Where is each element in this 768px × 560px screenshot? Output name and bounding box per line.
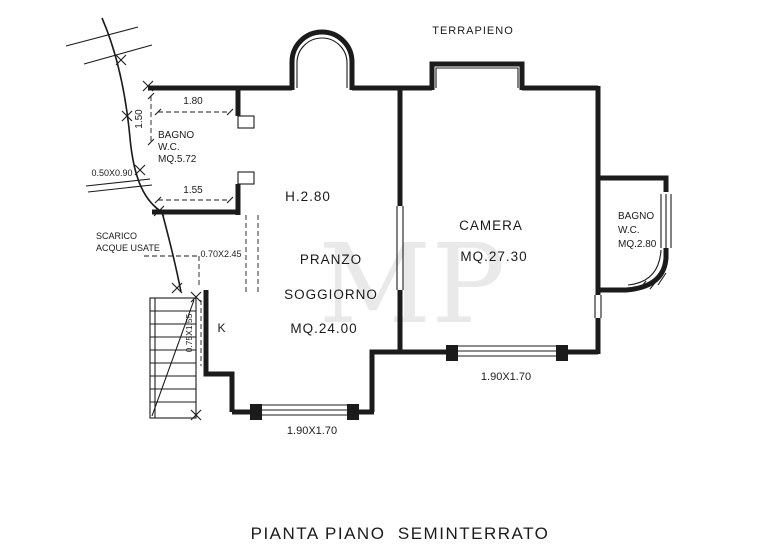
dim-living-window: 1.90X1.70 <box>287 425 337 437</box>
terrain-diagonal-lines <box>65 26 153 65</box>
room-area-soggiorno: MQ.24.00 <box>290 321 357 336</box>
stairs <box>149 297 197 419</box>
label-scarico-line1: SCARICO <box>96 231 137 241</box>
stairs-steps <box>150 310 196 403</box>
kitchen-walls <box>203 290 235 412</box>
living-bottom-step-wall <box>369 349 402 412</box>
dim-bedroom-window: 1.90X1.70 <box>481 371 531 383</box>
bedroom-bath2-opening-lines <box>594 295 602 318</box>
dim-ticks-bath1-door <box>154 196 234 204</box>
room-label-pranzo: PRANZO <box>300 252 362 267</box>
room-label-bath2-line3: MQ.2.80 <box>618 239 657 250</box>
dim-stair-opening: 0.75X1.55 <box>184 313 194 352</box>
dim-bath1-door: 1.55 <box>183 185 203 196</box>
scarico-drain-line <box>144 255 200 288</box>
dim-bath1-width: 1.80 <box>183 96 203 107</box>
dim-ticks-bath1-depth <box>147 92 155 146</box>
room-label-bath1-line2: W.C. <box>158 142 180 153</box>
room-label-kitchen: K <box>217 321 226 335</box>
living-bedroom-opening-lines <box>396 206 404 290</box>
bath1-door-jamb-upper <box>237 115 255 129</box>
bedroom-window-lines <box>458 345 556 357</box>
stairs-outline <box>149 297 197 419</box>
walls-layer <box>148 29 669 420</box>
label-scarico-line2: ACQUE USATE <box>96 243 160 253</box>
living-window-pier-right <box>347 404 359 420</box>
camera-bay-inner-line <box>435 67 519 88</box>
dim-small-window: 0.50X0.90 <box>91 168 132 178</box>
label-ceiling-height: H.2.80 <box>285 189 331 204</box>
terrain-boundary-curve <box>101 17 182 293</box>
labels-layer: TERRAPIENO 1.80 1.50 BAGNO W.C. MQ.5.72 … <box>91 25 656 543</box>
room-area-camera: MQ.27.30 <box>460 249 527 264</box>
site-lines-layer <box>65 17 202 421</box>
bath2-walls <box>598 175 669 293</box>
label-terrapieno: TERRAPIENO <box>432 25 514 37</box>
camera-bay-wall <box>429 61 525 90</box>
living-window-lines <box>262 404 347 416</box>
bath2-window-lines <box>660 194 672 248</box>
bedroom-window-pier-left <box>446 345 458 361</box>
arch-bay-wall <box>289 29 355 90</box>
bedroom-window-pier-right <box>556 345 568 361</box>
page-title: PIANTA PIANO SEMINTERRATO <box>251 524 550 543</box>
stairs-diagonal <box>151 299 195 417</box>
small-window-lines <box>85 178 153 193</box>
room-label-bath1-line3: MQ.5.72 <box>158 154 197 165</box>
dim-bath1-depth: 1.50 <box>134 109 145 129</box>
living-window-pier-left <box>250 404 262 420</box>
room-label-bath2-line2: W.C. <box>618 225 640 236</box>
room-label-bath2-line1: BAGNO <box>618 211 654 222</box>
dimension-lines-layer <box>147 92 259 366</box>
dim-line-passage <box>245 215 259 292</box>
room-label-camera: CAMERA <box>459 218 523 233</box>
room-label-soggiorno: SOGGIORNO <box>284 287 378 302</box>
dim-passage: 0.70X2.45 <box>200 249 241 259</box>
dim-ticks-bath1-width <box>154 108 234 116</box>
room-label-bath1-line1: BAGNO <box>158 130 194 141</box>
bath1-door-jamb-lower <box>237 171 255 185</box>
arch-bay-inner-line <box>296 37 348 88</box>
watermark: MP <box>319 220 506 348</box>
openings-layer <box>262 37 672 416</box>
